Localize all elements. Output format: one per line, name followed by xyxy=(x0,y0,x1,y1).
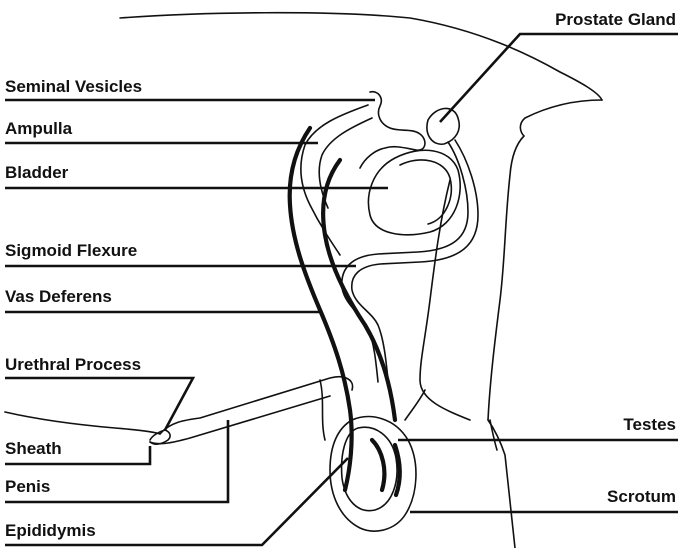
scrotum-neck xyxy=(320,380,425,440)
scrotum-shape xyxy=(330,417,416,531)
rump-outline xyxy=(488,100,602,420)
label-epididymis: Epididymis xyxy=(5,521,96,540)
label-scrotum: Scrotum xyxy=(607,487,676,506)
vas-deferens-right xyxy=(323,160,395,420)
labels: Prostate Gland Seminal Vesicles Ampulla … xyxy=(5,10,676,540)
prostate-gland-leader xyxy=(440,34,678,122)
label-penis: Penis xyxy=(5,477,50,496)
label-seminal-vesicles: Seminal Vesicles xyxy=(5,77,142,96)
label-sigmoid-flexure: Sigmoid Flexure xyxy=(5,241,137,260)
ampulla-inner xyxy=(319,118,372,208)
urethral-process-leader xyxy=(5,378,193,430)
leg-outline xyxy=(420,180,470,420)
epididymis-shape xyxy=(372,440,384,490)
label-ampulla: Ampulla xyxy=(5,119,73,138)
label-prostate-gland: Prostate Gland xyxy=(555,10,676,29)
belly-line xyxy=(5,412,160,434)
label-testes: Testes xyxy=(623,415,676,434)
bladder-inner xyxy=(400,160,451,224)
seminal-vesicle-shape xyxy=(360,92,425,168)
label-vas-deferens: Vas Deferens xyxy=(5,287,112,306)
sheath-lower xyxy=(150,396,330,444)
back-line xyxy=(120,13,602,100)
prostate-shape xyxy=(427,108,459,144)
label-sheath: Sheath xyxy=(5,439,62,458)
label-urethral-process: Urethral Process xyxy=(5,355,141,374)
label-bladder: Bladder xyxy=(5,163,69,182)
